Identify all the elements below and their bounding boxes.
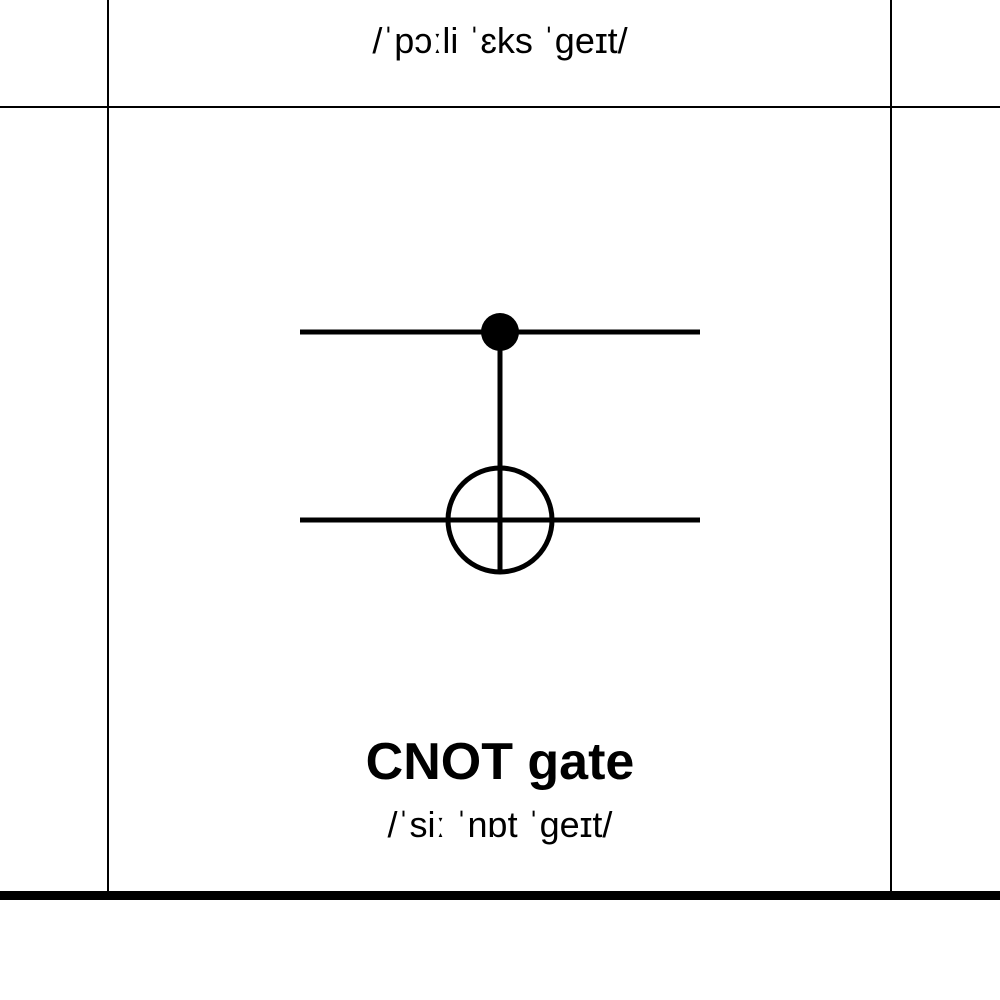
- grid-line-right: [890, 0, 892, 892]
- grid-line-row-divider: [0, 106, 1000, 108]
- grid-line-left: [107, 0, 109, 892]
- target-xor-circle: [445, 465, 555, 575]
- grid-bottom-border: [0, 891, 1000, 900]
- cnot-title: CNOT gate: [365, 733, 635, 791]
- control-dot: [481, 313, 519, 351]
- cnot-pronunciation: /ˈsiː ˈnɒt ˈɡeɪt/: [387, 804, 613, 845]
- pauli-x-pronunciation: /ˈpɔːli ˈɛks ˈɡeɪt/: [372, 20, 628, 61]
